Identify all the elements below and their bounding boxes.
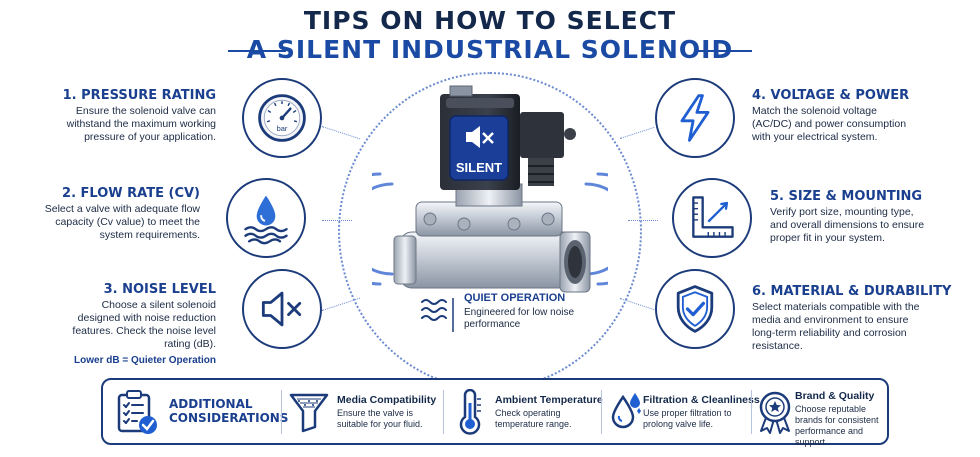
- thermometer-icon: [459, 389, 481, 435]
- connector-2: [322, 220, 352, 221]
- tip-body: Match the solenoid voltage (AC/DC) and p…: [752, 105, 907, 143]
- tip-title: 5. SIZE & MOUNTING: [770, 189, 923, 204]
- sound-waves-left: [372, 172, 394, 286]
- tip-title: 1. PRESSURE RATING: [62, 88, 216, 103]
- divider: [281, 390, 282, 434]
- gauge-unit-label: bar: [277, 124, 288, 133]
- item-body: Use proper filtration to prolong valve l…: [643, 408, 732, 429]
- filter-funnel-icon: [289, 393, 329, 433]
- tip-body: Select materials compatible with the med…: [752, 301, 920, 352]
- connector-5: [628, 220, 658, 221]
- item-body: Choose reputable brands for consistent p…: [795, 404, 879, 447]
- pressure-gauge-icon: bar: [242, 78, 322, 158]
- shield-check-icon: [655, 269, 735, 349]
- title-rule-left: [228, 50, 286, 52]
- connector-6: [619, 298, 655, 311]
- item-filtration-cleanliness: Filtration & Cleanliness Use proper filt…: [603, 380, 760, 443]
- ruler-angle-icon: [672, 178, 752, 258]
- tip-body: Verify port size, mounting type, and ove…: [770, 206, 925, 244]
- tip-material-durability: 6. MATERIAL & DURABILITY Select material…: [752, 284, 952, 353]
- droplets-icon: [611, 393, 641, 429]
- valve-badge-label: SILENT: [456, 160, 502, 175]
- water-drop-icon: [226, 178, 306, 258]
- sound-waves-right: [584, 172, 608, 286]
- quiet-title: QUIET OPERATION: [464, 292, 566, 304]
- tip-note: Lower dB = Quieter Operation: [74, 355, 216, 366]
- item-title: Brand & Quality: [795, 390, 875, 402]
- tip-body: Choose a silent solenoid designed with n…: [72, 299, 216, 350]
- item-brand-quality: Brand & Quality Choose reputable brands …: [751, 380, 887, 447]
- tip-voltage-power: 4. VOLTAGE & POWER Match the solenoid vo…: [752, 88, 912, 144]
- tip-title: 3. NOISE LEVEL: [103, 282, 216, 297]
- lightning-icon: [655, 78, 735, 158]
- item-title: Media Compatibility: [337, 394, 437, 406]
- tip-noise-level: 3. NOISE LEVEL Choose a silent solenoid …: [62, 282, 216, 366]
- wind-waves-icon: [421, 298, 454, 332]
- tip-title: 2. FLOW RATE (CV): [62, 186, 200, 201]
- tip-pressure-rating: 1. PRESSURE RATING Ensure the solenoid v…: [62, 88, 216, 144]
- divider: [601, 390, 602, 434]
- solenoid-valve-illustration: SILENT: [372, 85, 608, 293]
- title-line-2: A SILENT INDUSTRIAL SOLENOID: [246, 35, 734, 64]
- tip-body: Select a valve with adequate flow capaci…: [44, 203, 200, 241]
- additional-considerations-panel: ADDITIONAL CONSIDERATIONS Media Compatib…: [101, 378, 889, 447]
- quiet-body: Engineered for low noise performance: [464, 307, 575, 330]
- tip-title: 4. VOLTAGE & POWER: [752, 88, 910, 103]
- tip-flow-rate: 2. FLOW RATE (CV) Select a valve with ad…: [44, 186, 200, 242]
- item-title: Ambient Temperature: [495, 394, 603, 406]
- connector-4: [619, 126, 655, 139]
- item-body: Check operating temperature range.: [495, 408, 572, 429]
- award-ribbon-icon: [759, 391, 791, 434]
- tip-size-mounting: 5. SIZE & MOUNTING Verify port size, mou…: [770, 189, 930, 245]
- speaker-mute-icon: [242, 269, 322, 349]
- divider: [751, 390, 752, 434]
- connector-1: [321, 126, 361, 140]
- tip-title: 6. MATERIAL & DURABILITY: [752, 284, 952, 299]
- item-title: Filtration & Cleanliness: [643, 394, 760, 406]
- item-media-compatibility: Media Compatibility Ensure the valve is …: [287, 380, 437, 443]
- item-body: Ensure the valve is suitable for your fl…: [337, 408, 423, 429]
- title-rule-right: [694, 50, 752, 52]
- additional-title: ADDITIONAL CONSIDERATIONS: [169, 397, 289, 425]
- additional-considerations-heading: ADDITIONAL CONSIDERATIONS: [115, 380, 289, 443]
- title-line-1: TIPS ON HOW TO SELECT: [303, 6, 677, 35]
- tip-body: Ensure the solenoid valve can withstand …: [66, 105, 216, 143]
- quiet-operation-callout: QUIET OPERATION Engineered for low noise…: [420, 292, 590, 352]
- clipboard-check-icon: [117, 390, 157, 434]
- divider: [443, 390, 444, 434]
- item-ambient-temperature: Ambient Temperature Check operating temp…: [449, 380, 603, 443]
